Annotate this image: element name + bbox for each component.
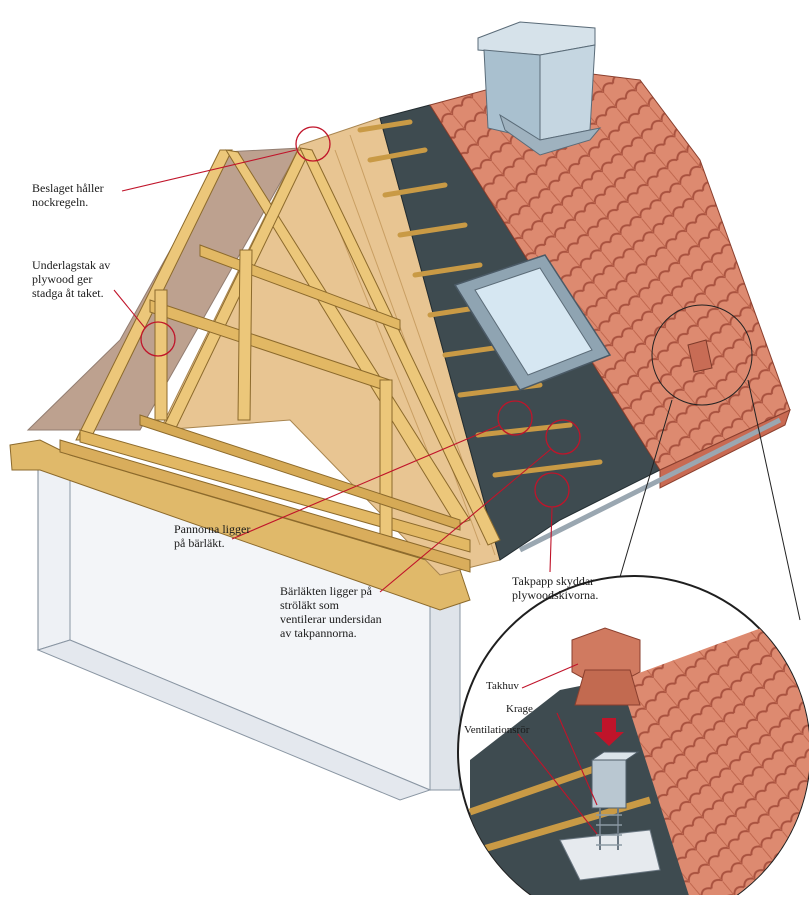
roof-vent-small: [687, 339, 713, 373]
label-tiles: Pannorna ligger på bärläkt.: [174, 522, 251, 550]
chimney: [477, 21, 602, 156]
callout-circle-plywood: [140, 321, 176, 357]
label-plywood: Underlagstak av plywood ger stadga åt ta…: [32, 258, 111, 300]
leader-plywood: [113, 289, 146, 329]
label-felt: Takpapp skyddar plywoodskivorna.: [512, 574, 599, 602]
battens: [357, 119, 603, 478]
leader-felt: [549, 507, 553, 573]
timber-trusses: [59, 147, 501, 573]
callout-circle-felt: [534, 472, 570, 508]
gutter: [518, 417, 782, 553]
callout-circle-fitting: [295, 126, 331, 162]
detail-lens: [457, 575, 809, 900]
callout-circles: [140, 126, 581, 508]
callout-circle-tiles: [497, 400, 533, 436]
label-pipe: Ventilationsrör: [464, 724, 530, 736]
label-cap: Takhuv: [486, 680, 519, 692]
leader-fitting: [121, 149, 297, 192]
magnifier-lines: [619, 304, 801, 621]
house-walls: [9, 439, 471, 801]
label-battens: Bärläkten ligger på ströläkt som ventile…: [280, 584, 382, 640]
leader-cap: [521, 663, 579, 689]
leader-collar: [556, 712, 598, 806]
leader-tiles: [231, 424, 501, 540]
label-fitting: Beslaget håller nockregeln.: [32, 181, 104, 209]
callout-circle-battens: [545, 419, 581, 455]
label-collar: Krage: [506, 703, 533, 715]
leader-battens: [379, 448, 552, 593]
leader-pipe: [517, 733, 598, 835]
skylight: [453, 254, 612, 391]
leader-lines: [113, 149, 598, 835]
